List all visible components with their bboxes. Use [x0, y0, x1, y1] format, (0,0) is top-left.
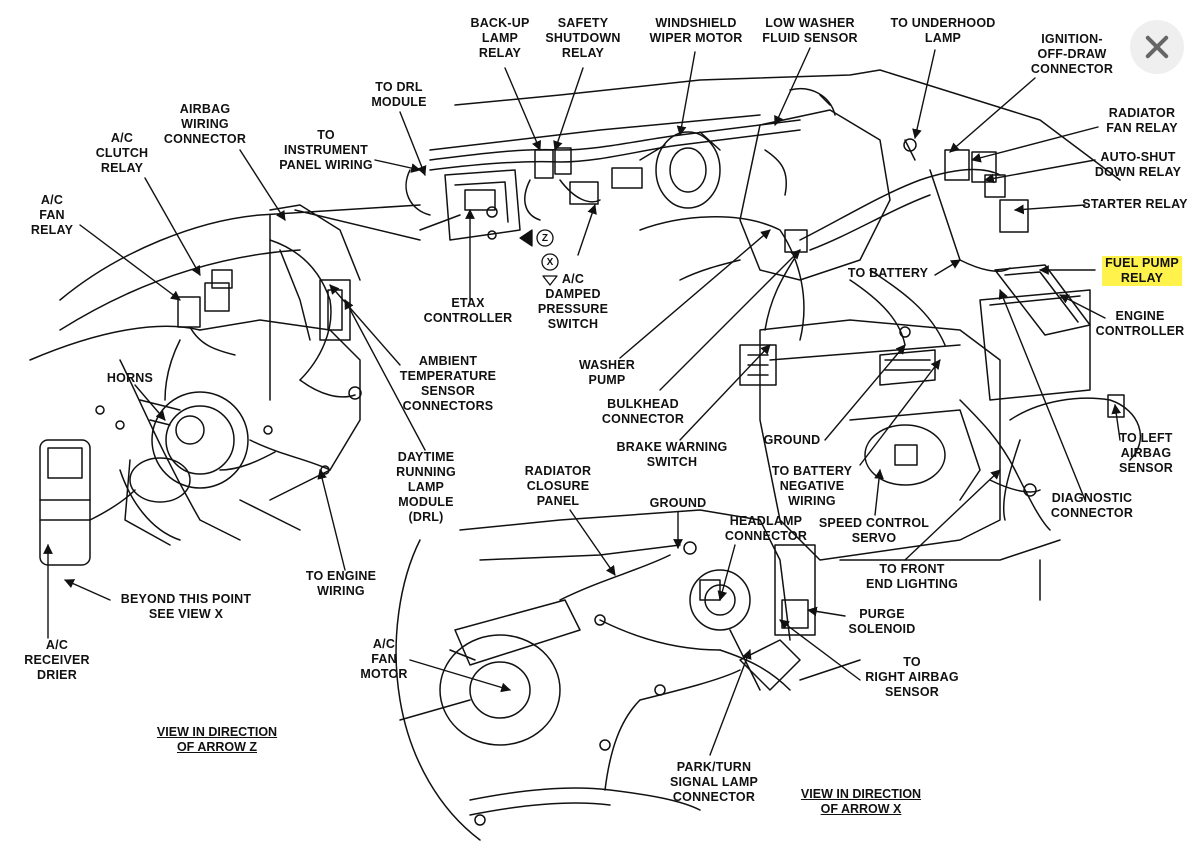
label-ambient-temperature-sensor-connectors: AMBIENT TEMPERATURE SENSOR CONNECTORS [399, 354, 497, 413]
x-marker-letter: X [546, 257, 554, 268]
label-radiator-closure-panel: RADIATOR CLOSURE PANEL [524, 464, 592, 508]
close-button[interactable] [1130, 20, 1184, 74]
view-z-caption: VIEW IN DIRECTION OF ARROW Z [156, 725, 278, 754]
label-headlamp-connector: HEADLAMP CONNECTOR [724, 514, 808, 543]
label-engine-controller: ENGINE CONTROLLER [1095, 309, 1185, 338]
view-x-drawing [395, 509, 861, 841]
label-to-right-airbag-sensor: TO RIGHT AIRBAG SENSOR [865, 655, 959, 699]
label-daytime-running-lamp-module: DAYTIME RUNNING LAMP MODULE (DRL) [396, 450, 456, 524]
label-ground-upper: GROUND [763, 433, 821, 447]
label-speed-control-servo: SPEED CONTROL SERVO [818, 516, 930, 545]
label-to-battery: TO BATTERY [847, 266, 929, 280]
label-ac-clutch-relay: A/C CLUTCH RELAY [95, 131, 149, 175]
label-radiator-fan-relay: RADIATOR FAN RELAY [1106, 106, 1178, 135]
label-low-washer-fluid-sensor: LOW WASHER FLUID SENSOR [762, 16, 858, 45]
z-marker [519, 229, 554, 247]
label-horns: HORNS [106, 371, 154, 385]
label-ac-receiver-drier: A/C RECEIVER DRIER [24, 638, 90, 682]
label-etax-controller: ETAX CONTROLLER [423, 296, 513, 325]
leader-lines [43, 47, 1122, 756]
label-to-front-end-lighting: TO FRONT END LIGHTING [866, 562, 958, 591]
view-z-drawing [29, 204, 421, 566]
label-fuel-pump-relay: FUEL PUMP RELAY [1102, 256, 1182, 286]
main-engine-bay-drawing [405, 69, 1141, 601]
label-airbag-wiring-connector: AIRBAG WIRING CONNECTOR [163, 102, 247, 146]
label-park-turn-signal-lamp-connector: PARK/TURN SIGNAL LAMP CONNECTOR [669, 760, 759, 804]
label-to-battery-negative-wiring: TO BATTERY NEGATIVE WIRING [771, 464, 853, 508]
label-ground-lower: GROUND [649, 496, 707, 510]
label-auto-shut-down-relay: AUTO-SHUT DOWN RELAY [1094, 150, 1182, 179]
label-to-engine-wiring: TO ENGINE WIRING [305, 569, 377, 598]
label-ac-damped-pressure-switch: A/C DAMPED PRESSURE SWITCH [537, 272, 609, 331]
label-to-left-airbag-sensor: TO LEFT AIRBAG SENSOR [1119, 431, 1173, 475]
label-beyond-this-point: BEYOND THIS POINT SEE VIEW X [120, 592, 252, 621]
label-windshield-wiper-motor: WINDSHIELD WIPER MOTOR [649, 16, 743, 45]
z-marker-letter: Z [541, 233, 549, 244]
label-diagnostic-connector: DIAGNOSTIC CONNECTOR [1050, 491, 1134, 520]
label-ac-fan-motor: A/C FAN MOTOR [360, 637, 408, 681]
label-brake-warning-switch: BRAKE WARNING SWITCH [616, 440, 728, 469]
label-starter-relay: STARTER RELAY [1082, 197, 1188, 211]
label-ignition-off-draw-connector: IGNITION- OFF-DRAW CONNECTOR [1030, 32, 1114, 76]
label-washer-pump: WASHER PUMP [578, 358, 636, 387]
label-safety-shutdown-relay: SAFETY SHUTDOWN RELAY [545, 16, 621, 60]
label-to-underhood-lamp: TO UNDERHOOD LAMP [890, 16, 996, 45]
label-ac-fan-relay: A/C FAN RELAY [30, 193, 74, 237]
x-marker [541, 253, 559, 286]
label-to-instrument-panel-wiring: TO INSTRUMENT PANEL WIRING [279, 128, 373, 172]
view-x-caption: VIEW IN DIRECTION OF ARROW X [800, 787, 922, 816]
label-backup-lamp-relay: BACK-UP LAMP RELAY [470, 16, 530, 60]
label-bulkhead-connector: BULKHEAD CONNECTOR [601, 397, 685, 426]
label-to-drl-module: TO DRL MODULE [371, 80, 427, 109]
label-purge-solenoid: PURGE SOLENOID [848, 607, 916, 636]
